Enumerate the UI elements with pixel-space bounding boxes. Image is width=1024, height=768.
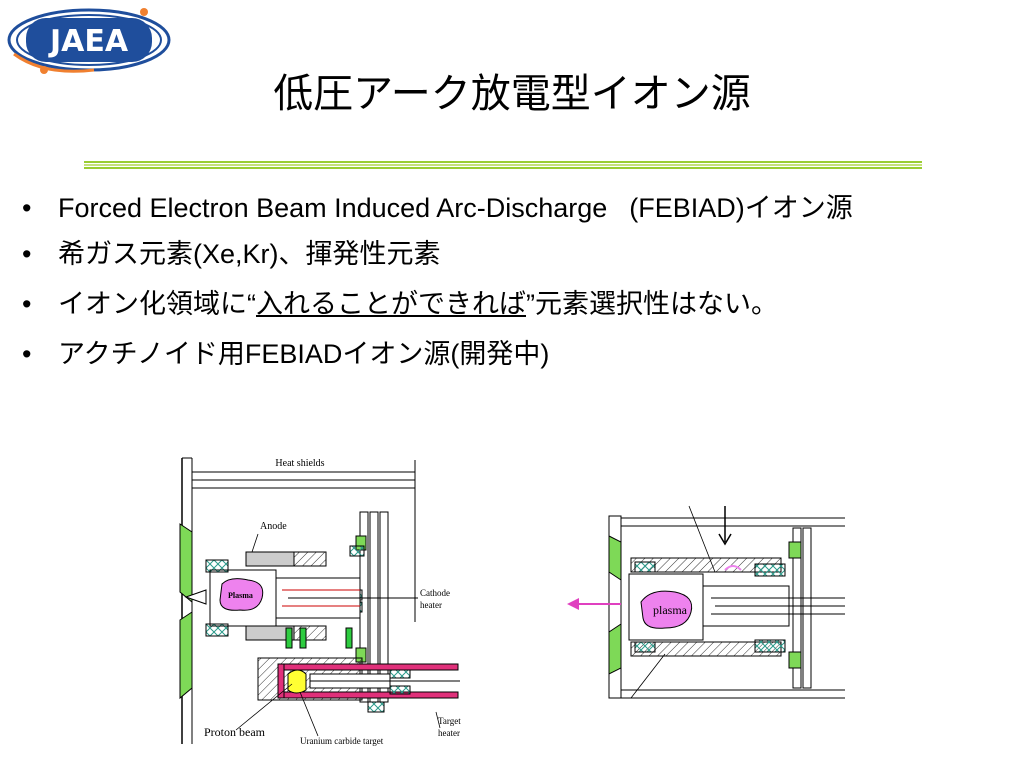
- logo-text: JAEA: [48, 24, 129, 59]
- slide-title: 低圧アーク放電型イオン源: [273, 71, 751, 117]
- plasma-label-right: plasma: [653, 603, 688, 617]
- bullet-item: • Forced Electron Beam Induced Arc-Disch…: [22, 193, 853, 223]
- bullet-list: • Forced Electron Beam Induced Arc-Disch…: [22, 190, 997, 386]
- bullet-text: ”元素選択性はない。: [526, 289, 778, 319]
- bullet-text: 希ガス元素(Xe,Kr)、揮発性元素: [58, 239, 441, 269]
- actinide-febiad-diagram: plasma: [567, 505, 845, 699]
- bullet-item: • イオン化領域に“入れることができれば”元素選択性はない。: [22, 289, 778, 319]
- bullet-item: • 希ガス元素(Xe,Kr)、揮発性元素: [22, 239, 441, 269]
- underlined-text: 入れることができれば: [256, 289, 526, 319]
- cathode-heater-label-line2: heater: [420, 600, 442, 610]
- plasma-label: Plasma: [228, 591, 253, 600]
- target-heater-label-line2: heater: [438, 728, 460, 738]
- uranium-carbide-target-label: Uranium carbide target: [300, 736, 384, 746]
- heat-shields-label: Heat shields: [275, 458, 324, 469]
- jaea-logo: JAEA: [7, 8, 171, 74]
- proton-beam-label: Proton beam: [204, 725, 266, 739]
- bullet-text: アクチノイド用FEBIADイオン源(開発中): [58, 339, 550, 369]
- bullet-text: Forced Electron Beam Induced Arc-Dischar…: [58, 193, 608, 223]
- bullet-text: (FEBIAD)イオン源: [629, 193, 853, 223]
- anode-label: Anode: [260, 521, 287, 532]
- target-heater-label-line1: Target: [438, 716, 461, 726]
- cathode-heater-label-line1: Cathode: [420, 588, 450, 598]
- title-divider: [84, 161, 922, 169]
- febiad-cross-section-diagram: Heat shields Anode Plasma Cathode heater: [179, 457, 461, 746]
- bullet-item: • アクチノイド用FEBIADイオン源(開発中): [22, 339, 550, 369]
- bullet-text: イオン化領域に“: [58, 289, 256, 319]
